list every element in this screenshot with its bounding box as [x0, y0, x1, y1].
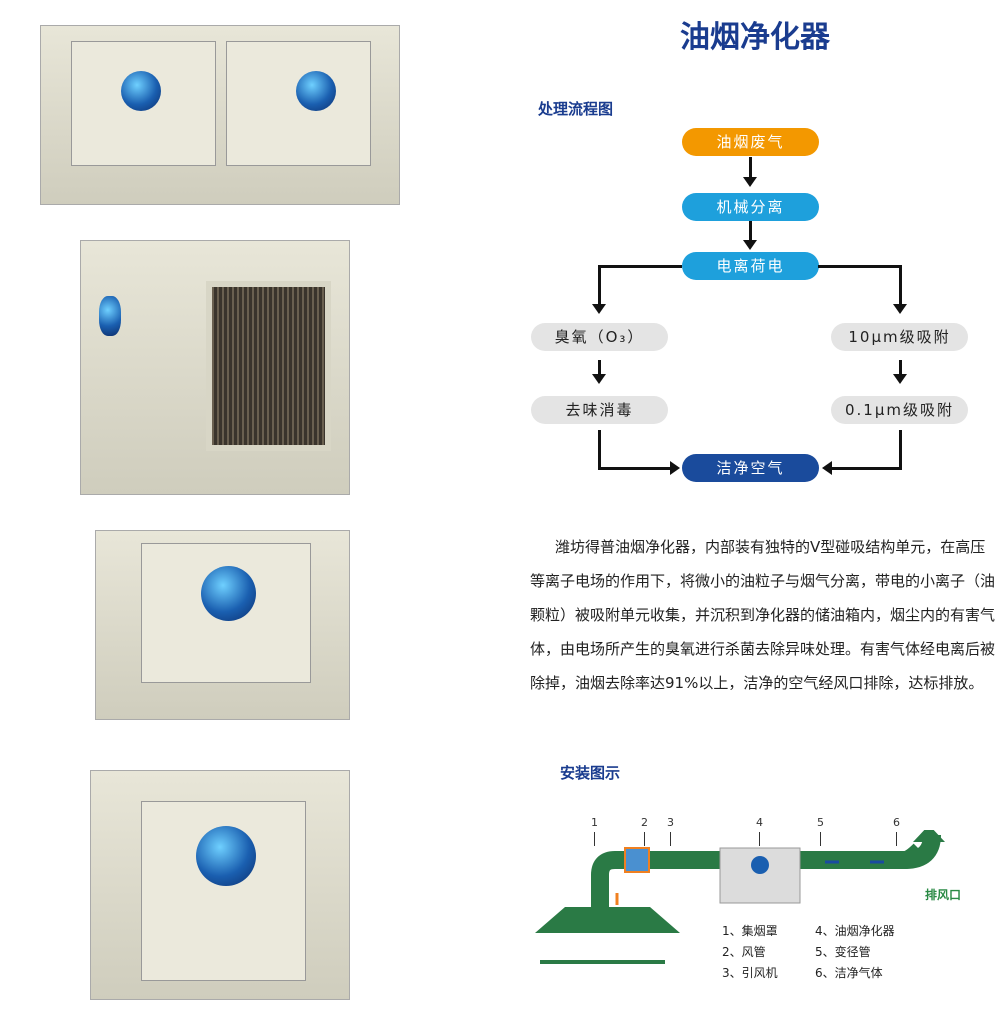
product-photo-3 [95, 530, 350, 720]
label-number: 1 [591, 816, 598, 829]
flow-step-10um: 10μm级吸附 [831, 323, 968, 351]
label-number: 3 [667, 816, 674, 829]
label-number: 2 [641, 816, 648, 829]
globe-logo-icon [121, 71, 161, 111]
label-number: 5 [817, 816, 824, 829]
legend-item: 5、变径管 [815, 945, 871, 959]
globe-logo-icon [99, 296, 121, 336]
outlet-label: 排风口 [925, 888, 962, 902]
product-photo-4 [90, 770, 350, 1000]
flow-step-deodorize: 去味消毒 [531, 396, 668, 424]
flow-heading: 处理流程图 [538, 100, 614, 118]
flow-step-clean-air: 洁净空气 [682, 454, 819, 482]
globe-logo-icon [201, 566, 256, 621]
globe-logo-icon [196, 826, 256, 886]
legend-item: 4、油烟净化器 [815, 924, 895, 938]
flow-step-mechanical: 机械分离 [682, 193, 819, 221]
label-number: 4 [756, 816, 763, 829]
product-photo-1 [40, 25, 400, 205]
flow-step-01um: 0.1μm级吸附 [831, 396, 968, 424]
label-number: 6 [893, 816, 900, 829]
install-heading: 安装图示 [560, 764, 621, 782]
flow-step-ozone: 臭氧（O₃） [531, 323, 668, 351]
product-photo-2 [80, 240, 350, 495]
flow-step-oil-smoke: 油烟废气 [682, 128, 819, 156]
page-title: 油烟净化器 [680, 20, 830, 55]
legend-item: 3、引风机 [722, 966, 778, 980]
globe-logo-icon [296, 71, 336, 111]
install-diagram [535, 830, 945, 964]
legend-item: 2、风管 [722, 945, 766, 959]
legend-item: 6、洁净气体 [815, 966, 883, 980]
legend-item: 1、集烟罩 [722, 924, 778, 938]
flow-step-ionize: 电离荷电 [682, 252, 819, 280]
description-paragraph: 潍坊得普油烟净化器，内部装有独特的V型碰吸结构单元，在高压等离子电场的作用下，将… [530, 538, 996, 692]
